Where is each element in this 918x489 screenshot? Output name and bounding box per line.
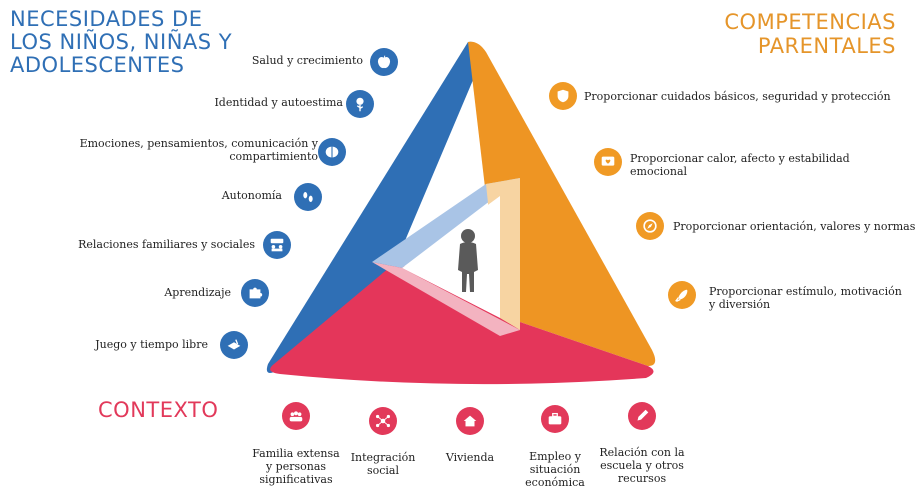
context-label: Vivienda <box>445 451 495 464</box>
apple-icon <box>370 48 398 76</box>
context-label-line: social <box>366 464 400 477</box>
needs-heading: NECESIDADES DE LOS NIÑOS, NIÑAS Y ADOLES… <box>10 8 260 77</box>
context-label-line: situación <box>529 463 581 476</box>
parental-label: Proporcionar estímulo, motivación y dive… <box>709 285 902 311</box>
context-label-line: Relación con la <box>599 446 685 459</box>
people-icon <box>263 231 291 259</box>
need-label: Salud y crecimiento <box>251 54 363 67</box>
context-label: Familia extensa y personas significativa… <box>246 447 346 486</box>
context-label: Integración social <box>333 451 433 477</box>
parental-label-line: Proporcionar estímulo, motivación <box>709 285 902 298</box>
parental-label: Proporcionar orientación, valores y norm… <box>673 220 916 233</box>
context-label: Empleo y situación económica <box>505 450 605 489</box>
context-label-line: Familia extensa <box>252 447 340 460</box>
parental-heading-line: COMPETENCIAS <box>724 10 896 34</box>
context-label-line: escuela y otros <box>600 459 684 472</box>
need-label: Emociones, pensamientos, comunicación y … <box>80 137 318 163</box>
group-icon <box>282 402 310 430</box>
parental-heading: COMPETENCIAS PARENTALES <box>636 10 896 58</box>
parental-heading-line: PARENTALES <box>757 34 896 58</box>
need-label-line: Emociones, pensamientos, comunicación y <box>79 137 318 150</box>
inner-band-blue <box>372 178 520 268</box>
context-label-line: significativas <box>259 473 333 486</box>
pencil-icon <box>628 402 656 430</box>
puzzle-icon <box>241 279 269 307</box>
need-label: Aprendizaje <box>164 286 231 299</box>
network-icon <box>369 407 397 435</box>
needs-triangle-segment <box>266 41 484 373</box>
parental-label: Proporcionar cuidados básicos, seguridad… <box>584 90 891 103</box>
heart-message-icon <box>594 148 622 176</box>
need-label: Autonomía <box>221 189 282 202</box>
parental-label-line: y diversión <box>709 298 771 311</box>
compass-icon <box>636 212 664 240</box>
inner-white-triangle <box>402 196 500 318</box>
brain-icon <box>318 138 346 166</box>
context-heading: CONTEXTO <box>98 398 219 422</box>
context-label-line: y personas <box>265 460 327 473</box>
context-label-line: Empleo y <box>529 450 581 463</box>
sandbox-icon <box>220 331 248 359</box>
house-icon <box>456 407 484 435</box>
need-label: Identidad y autoestima <box>214 96 343 109</box>
briefcase-icon <box>541 405 569 433</box>
context-label-line: recursos <box>617 472 667 485</box>
need-label-line: compartimiento <box>229 150 318 163</box>
rocket-icon <box>668 281 696 309</box>
needs-heading-line: LOS NIÑOS, NIÑAS Y <box>10 30 233 54</box>
parental-label-line: emocional <box>630 165 688 178</box>
need-label: Juego y tiempo libre <box>95 338 208 351</box>
needs-heading-line: NECESIDADES DE <box>10 7 203 31</box>
shield-icon <box>549 82 577 110</box>
flower-icon <box>346 90 374 118</box>
context-label: Relación con la escuela y otros recursos <box>592 446 692 485</box>
parental-label-line: Proporcionar calor, afecto y estabilidad <box>630 152 850 165</box>
parental-label: Proporcionar calor, afecto y estabilidad… <box>630 152 850 178</box>
context-triangle-segment <box>270 262 654 385</box>
context-label-line: económica <box>525 476 585 489</box>
inner-band-red <box>372 262 520 336</box>
footprints-icon <box>294 183 322 211</box>
context-label-line: Integración <box>350 451 416 464</box>
child-silhouette-icon <box>458 229 478 292</box>
need-label: Relaciones familiares y sociales <box>78 238 255 251</box>
needs-heading-line: ADOLESCENTES <box>10 53 185 77</box>
